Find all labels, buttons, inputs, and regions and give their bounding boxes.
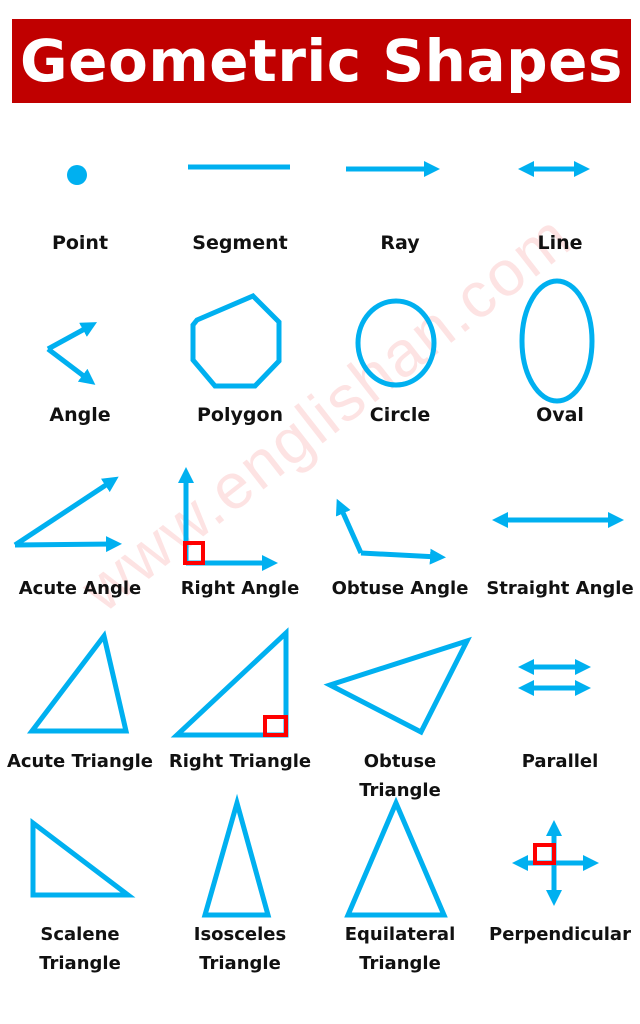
acute-angle-icon [13, 476, 122, 553]
scalene-triangle-icon [30, 817, 136, 898]
label-angle: Angle [49, 404, 111, 426]
label-obtuse-triangle: Obtuse Triangle [320, 747, 480, 805]
label-line-1: Isosceles [193, 924, 287, 945]
right-triangle-icon [170, 627, 289, 738]
label-right-triangle: Right Triangle [168, 751, 312, 772]
label-line-1: Equilateral [344, 924, 456, 945]
label-parallel: Parallel [521, 751, 599, 772]
point-icon [67, 165, 87, 185]
polygon-icon [190, 293, 282, 389]
label-line-1: Obtuse [363, 751, 437, 772]
label-polygon: Polygon [196, 404, 284, 426]
label-acute-angle: Acute Angle [18, 578, 142, 599]
obtuse-triangle-icon [323, 636, 472, 736]
label-isosceles-triangle: Isosceles Triangle [160, 920, 320, 978]
label-straight-angle: Straight Angle [486, 578, 634, 599]
label-line-2: Triangle [359, 953, 441, 974]
obtuse-angle-icon [335, 498, 446, 565]
acute-triangle-icon [26, 630, 130, 734]
label-obtuse-angle: Obtuse Angle [331, 578, 469, 599]
right-angle-marker [533, 843, 556, 865]
perpendicular-icon [511, 819, 600, 907]
equilateral-triangle-icon [344, 796, 448, 918]
right-angle-icon [177, 466, 279, 572]
label-scalene-triangle: Scalene Triangle [0, 920, 160, 978]
isosceles-triangle-icon [201, 793, 272, 918]
label-line-2: Triangle [359, 780, 441, 801]
label-point: Point [51, 232, 109, 254]
oval-icon [519, 278, 595, 404]
page-title: Geometric Shapes [20, 27, 623, 95]
parallel-icon [517, 658, 592, 697]
label-ray: Ray [380, 232, 420, 254]
title-banner: Geometric Shapes [12, 19, 631, 103]
label-perpendicular: Perpendicular [489, 924, 631, 945]
angle-icon [46, 322, 98, 385]
label-segment: Segment [192, 232, 288, 254]
label-acute-triangle: Acute Triangle [6, 751, 154, 772]
label-line-2: Triangle [39, 953, 121, 974]
label-line: Line [537, 232, 583, 254]
label-circle: Circle [369, 404, 431, 426]
label-right-angle: Right Angle [180, 578, 300, 599]
label-equilateral-triangle: Equilateral Triangle [320, 920, 480, 978]
label-line-1: Scalene [40, 924, 120, 945]
label-line-2: Triangle [199, 953, 281, 974]
circle-icon [355, 298, 437, 388]
right-angle-marker [183, 541, 205, 565]
label-oval: Oval [536, 404, 584, 426]
right-angle-marker [263, 715, 288, 737]
